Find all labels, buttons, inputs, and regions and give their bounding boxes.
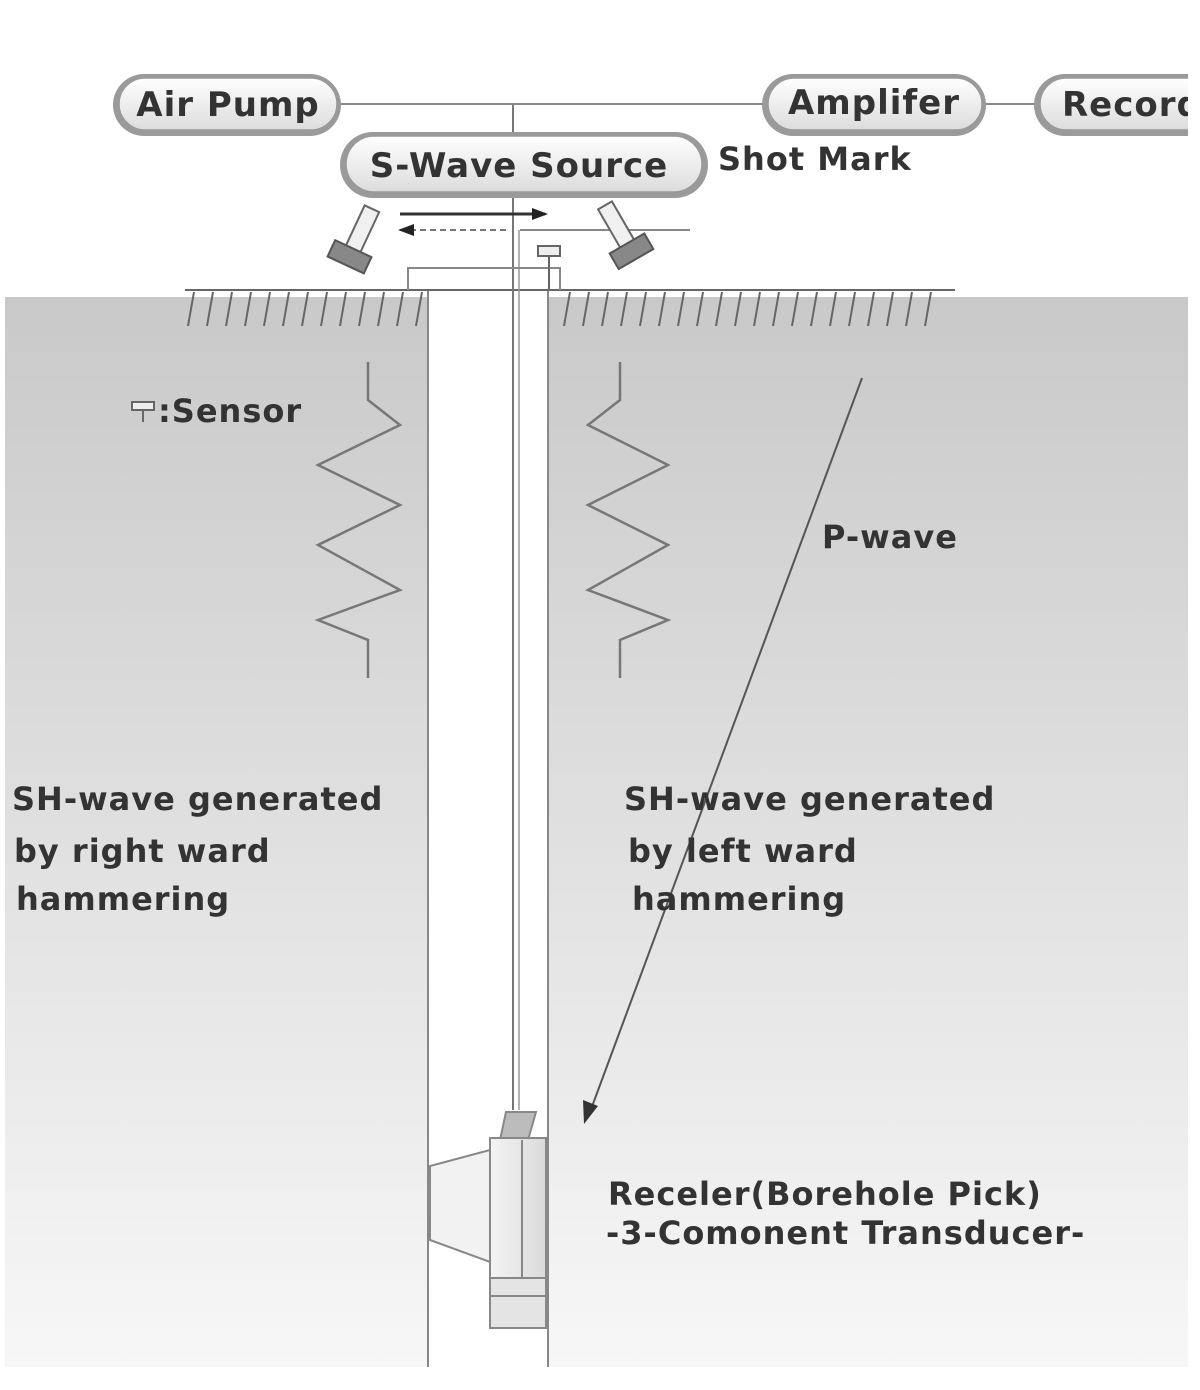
- ground-hatch-mark: [791, 291, 799, 327]
- s-wave-source-label: S-Wave Source: [370, 146, 668, 186]
- s-wave-source-box: S-Wave Source: [340, 132, 708, 198]
- ground-hatch-mark: [734, 291, 742, 327]
- ground-hatch-mark: [639, 291, 647, 327]
- hammer-left-icon: [326, 204, 381, 275]
- ground-hatch-mark: [924, 291, 932, 327]
- ground-hatch-mark: [848, 291, 856, 327]
- receiver-label-line1: Receler(Borehole Pick): [608, 1175, 1042, 1213]
- sensor-legend-label: :Sensor: [158, 392, 302, 430]
- sh-right-label-line3: hammering: [16, 880, 230, 918]
- surface-sensor: [537, 245, 561, 290]
- ground-hatch-mark: [282, 291, 290, 327]
- shot-mark-arrows: [398, 208, 548, 236]
- shot-mark-label: Shot Mark: [718, 140, 912, 178]
- ground-right: [548, 297, 1188, 1367]
- waveform-left-hammer: [585, 362, 672, 678]
- sh-left-label-line1: SH-wave generated: [624, 780, 995, 818]
- ground-hatch-mark: [301, 291, 309, 327]
- ground-hatch-mark: [263, 291, 271, 327]
- ground-hatch-mark: [396, 291, 404, 327]
- borehole-receiver: [429, 1111, 547, 1329]
- amplifier-label: Amplifer: [788, 83, 960, 123]
- amplifier-box: Amplifer: [762, 74, 986, 136]
- ground-hatch-mark: [339, 291, 347, 327]
- ground-hatch-mark: [829, 291, 837, 327]
- p-wave-ray: [589, 377, 863, 1113]
- ground-hatch-mark: [244, 291, 252, 327]
- ground-hatch-mark: [886, 291, 894, 327]
- sh-left-label-line2: by left ward: [628, 832, 858, 870]
- ground-hatch-mark: [377, 291, 385, 327]
- sensor-legend-icon: [131, 401, 155, 422]
- p-wave-arrowhead: [583, 1100, 598, 1124]
- ground-surface: [185, 289, 955, 327]
- ground-hatch-mark: [601, 291, 609, 327]
- ground-hatch-mark: [772, 291, 780, 327]
- ground-hatch-mark: [867, 291, 875, 327]
- ground-hatch-mark: [206, 291, 214, 327]
- sh-right-label-line1: SH-wave generated: [12, 780, 383, 818]
- ground-hatch-mark: [358, 291, 366, 327]
- receiver-label-line2: -3-Comonent Transducer-: [606, 1214, 1085, 1252]
- air-pump-label: Air Pump: [136, 85, 319, 125]
- air-pump-box: Air Pump: [113, 74, 341, 136]
- p-wave-label: P-wave: [822, 518, 958, 556]
- ground-hatch-mark: [225, 291, 233, 327]
- sh-left-label-line3: hammering: [632, 880, 846, 918]
- ground-hatch-mark: [187, 291, 195, 327]
- recorder-label: Record: [1062, 85, 1200, 125]
- ground-left: [5, 297, 428, 1367]
- ground-hatch-mark: [696, 291, 704, 327]
- ground-hatch-mark: [563, 291, 571, 327]
- ground-hatch-mark: [905, 291, 913, 327]
- ground-hatch-mark: [715, 291, 723, 327]
- ground-hatch-mark: [753, 291, 761, 327]
- recorder-box: Record: [1034, 74, 1200, 136]
- ground-hatch-mark: [658, 291, 666, 327]
- sh-right-label-line2: by right ward: [14, 832, 271, 870]
- hammer-right-icon: [596, 199, 655, 271]
- waveform-right-hammer: [314, 362, 404, 678]
- connection-lines: [340, 103, 1038, 290]
- ground-hatch-mark: [415, 291, 423, 327]
- ground-hatch-mark: [620, 291, 628, 327]
- ground-hatch-mark: [320, 291, 328, 327]
- ground-hatch-mark: [582, 291, 590, 327]
- ground-hatch-mark: [677, 291, 685, 327]
- ground-hatch-mark: [810, 291, 818, 327]
